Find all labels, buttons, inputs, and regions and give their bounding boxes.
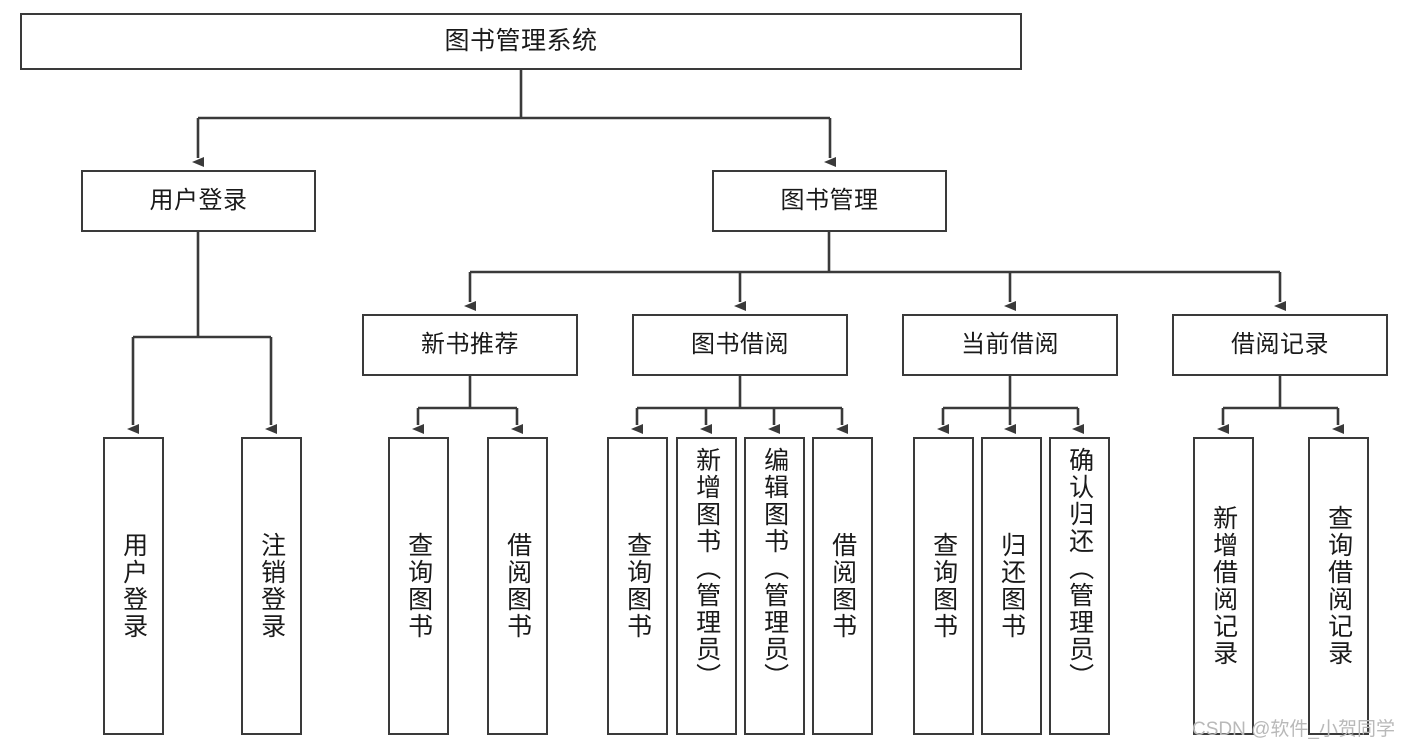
node-label: 新增借阅记录 bbox=[1209, 505, 1238, 667]
node-book-management[interactable]: 图书管理 bbox=[712, 170, 947, 232]
node-label: 确认归还（管理员） bbox=[1065, 447, 1094, 690]
leaf-add-book-admin[interactable]: 新增图书（管理员） bbox=[676, 437, 737, 735]
node-label: 编辑图书（管理员） bbox=[760, 447, 789, 690]
leaf-query-borrow-record[interactable]: 查询借阅记录 bbox=[1308, 437, 1369, 735]
node-label: 借阅记录 bbox=[1231, 330, 1329, 358]
node-label: 用户登录 bbox=[149, 186, 248, 214]
leaf-user-login[interactable]: 用户登录 bbox=[103, 437, 164, 735]
node-label: 查询图书 bbox=[929, 532, 958, 640]
node-label: 图书管理 bbox=[780, 186, 879, 214]
leaf-query-book-borrow[interactable]: 查询图书 bbox=[607, 437, 668, 735]
leaf-user-logout[interactable]: 注销登录 bbox=[241, 437, 302, 735]
leaf-query-book-current[interactable]: 查询图书 bbox=[913, 437, 974, 735]
node-label: 当前借阅 bbox=[961, 330, 1059, 358]
node-label: 查询图书 bbox=[623, 532, 652, 640]
node-label: 新增图书（管理员） bbox=[692, 447, 721, 690]
node-book-borrow[interactable]: 图书借阅 bbox=[632, 314, 848, 376]
leaf-query-book-recommend[interactable]: 查询图书 bbox=[388, 437, 449, 735]
leaf-edit-book-admin[interactable]: 编辑图书（管理员） bbox=[744, 437, 805, 735]
node-borrow-record[interactable]: 借阅记录 bbox=[1172, 314, 1388, 376]
node-current-borrow[interactable]: 当前借阅 bbox=[902, 314, 1118, 376]
node-label: 图书管理系统 bbox=[444, 26, 598, 55]
node-label: 查询借阅记录 bbox=[1324, 505, 1353, 667]
node-label: 用户登录 bbox=[119, 532, 148, 640]
node-new-book-recommend[interactable]: 新书推荐 bbox=[362, 314, 578, 376]
node-label: 图书借阅 bbox=[691, 330, 789, 358]
node-label: 归还图书 bbox=[997, 532, 1026, 640]
node-label: 查询图书 bbox=[404, 532, 433, 640]
leaf-borrow-book-recommend[interactable]: 借阅图书 bbox=[487, 437, 548, 735]
node-label: 注销登录 bbox=[257, 532, 286, 640]
leaf-return-book[interactable]: 归还图书 bbox=[981, 437, 1042, 735]
leaf-add-borrow-record[interactable]: 新增借阅记录 bbox=[1193, 437, 1254, 735]
node-label: 借阅图书 bbox=[828, 532, 857, 640]
node-label: 新书推荐 bbox=[421, 330, 519, 358]
leaf-borrow-book[interactable]: 借阅图书 bbox=[812, 437, 873, 735]
csdn-watermark: CSDN @软件_小贺同学 bbox=[1192, 719, 1395, 740]
node-label: 借阅图书 bbox=[503, 532, 532, 640]
leaf-confirm-return-admin[interactable]: 确认归还（管理员） bbox=[1049, 437, 1110, 735]
node-root-system[interactable]: 图书管理系统 bbox=[20, 13, 1022, 70]
node-user-login[interactable]: 用户登录 bbox=[81, 170, 316, 232]
